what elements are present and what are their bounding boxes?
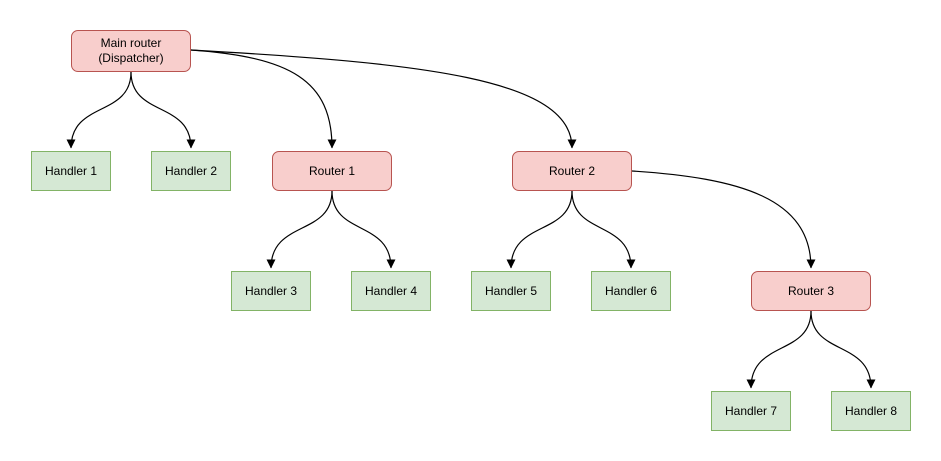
node-main-router: Main router (Dispatcher) (71, 30, 191, 72)
node-handler-7-label: Handler 7 (724, 403, 778, 418)
edge-main-to-handler-2 (130, 71, 196, 149)
node-main-router-label: Main router (Dispatcher) (98, 36, 164, 65)
edge-main-to-router-1 (190, 49, 337, 149)
node-router-1: Router 1 (272, 151, 392, 191)
node-handler-6: Handler 6 (591, 271, 671, 311)
node-handler-6-label: Handler 6 (604, 283, 658, 298)
edge-router3-to-handler-7 (746, 310, 812, 389)
node-router-2: Router 2 (512, 151, 632, 191)
node-handler-3-label: Handler 3 (244, 283, 298, 298)
edge-main-to-router-2 (190, 49, 577, 149)
node-handler-3: Handler 3 (231, 271, 311, 311)
edge-router1-to-handler-4 (331, 190, 396, 269)
edge-router2-to-handler-5 (506, 190, 573, 269)
edge-router2-to-router-3 (631, 170, 816, 269)
node-router-3: Router 3 (751, 271, 871, 311)
edge-router1-to-handler-3 (266, 190, 333, 269)
node-handler-8: Handler 8 (831, 391, 911, 431)
node-handler-1-label: Handler 1 (44, 163, 98, 178)
node-handler-5-label: Handler 5 (484, 283, 538, 298)
node-router-1-label: Router 1 (308, 163, 356, 178)
node-handler-4: Handler 4 (351, 271, 431, 311)
node-handler-5: Handler 5 (471, 271, 551, 311)
node-router-2-label: Router 2 (548, 163, 596, 178)
edge-router2-to-handler-6 (571, 190, 636, 269)
node-handler-2-label: Handler 2 (164, 163, 218, 178)
edge-router3-to-handler-8 (810, 310, 876, 389)
edge-main-to-handler-1 (66, 71, 132, 149)
node-handler-8-label: Handler 8 (844, 403, 898, 418)
node-handler-7: Handler 7 (711, 391, 791, 431)
node-handler-2: Handler 2 (151, 151, 231, 191)
node-router-3-label: Router 3 (787, 283, 835, 298)
node-handler-1: Handler 1 (31, 151, 111, 191)
node-handler-4-label: Handler 4 (364, 283, 418, 298)
